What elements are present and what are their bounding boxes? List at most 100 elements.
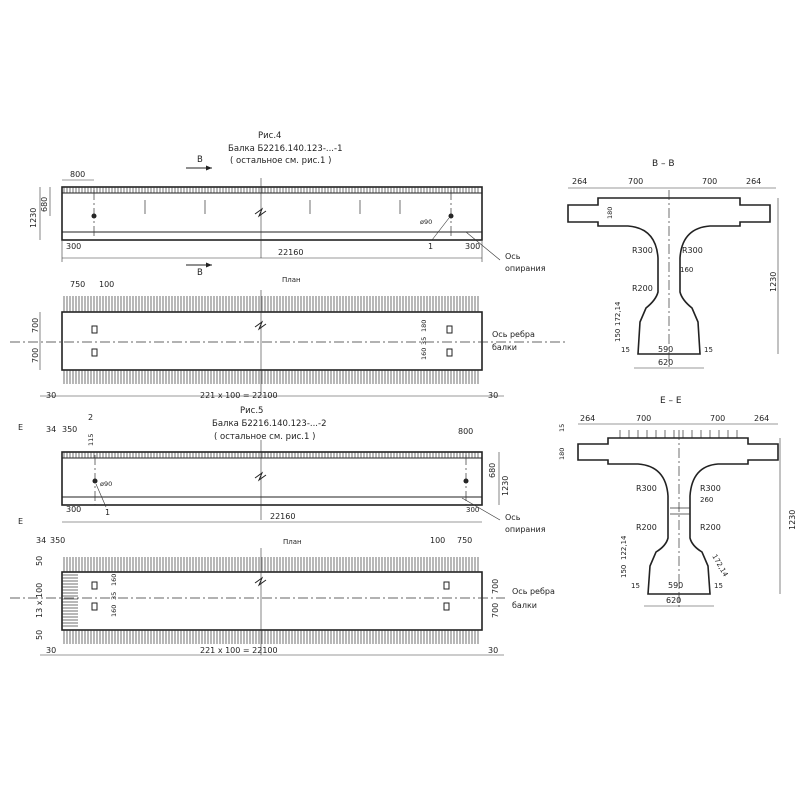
fig5-support-axis-2: опирания	[505, 525, 546, 534]
break-mark	[254, 320, 267, 331]
plan5-dim-100: 100	[430, 536, 445, 545]
fig4-support-axis-1: Ось	[505, 252, 521, 261]
fig4-stiffener-ticks	[144, 200, 401, 214]
section-ee-dim-150: 150	[620, 565, 628, 578]
plan4: План 750 100 700 700 180 35 160 Ось ребр…	[10, 276, 565, 400]
fig5-callout-1: 1	[105, 508, 110, 517]
fig4-dim-300-left: 300	[66, 242, 81, 251]
plan5-dim-30-right: 30	[488, 646, 498, 655]
plan4-ribs-bottom	[63, 370, 479, 384]
section-bb-dim-180: 180	[606, 207, 614, 219]
plan4-outline	[61, 311, 483, 371]
fig5-dim-300-left: 300	[66, 505, 81, 514]
section-bb-r200: R200	[632, 284, 653, 293]
insert-marker	[446, 325, 453, 334]
section-bb-dim-700-right: 700	[702, 177, 717, 186]
fig4-dim-680: 680	[40, 197, 49, 212]
section-bb-dim-264-right: 264	[746, 177, 761, 186]
fig5-beam-outline	[61, 451, 483, 506]
section-ee-dim-180: 180	[558, 448, 566, 460]
fig4-note: ( остальное см. рис.1 )	[230, 156, 331, 166]
section-bb-dim-1230: 1230	[769, 272, 778, 292]
section-ee-dim-700-right: 700	[710, 414, 725, 423]
fig4-title: Балка Б2216.140.123-...-1	[228, 144, 342, 154]
fig4-dim-1230: 1230	[29, 208, 38, 228]
section-ee-dim-700-left: 700	[636, 414, 651, 423]
plan5-caption: План	[283, 538, 302, 546]
plan4-dim-750: 750	[70, 280, 85, 289]
insert-marker	[443, 581, 450, 590]
insert-marker	[443, 602, 450, 611]
plan5-dim-700-bottom: 700	[491, 603, 500, 618]
section-ee-dim-264-right: 264	[754, 414, 769, 423]
section-ee-dim-172-14: 172,14	[710, 553, 729, 579]
section-ee-dim-260: 260	[700, 496, 713, 504]
section-bb-r300-left: R300	[632, 246, 653, 255]
section-arrow	[206, 165, 212, 171]
plan5-dim-700-top: 700	[491, 579, 500, 594]
plan4-ribs-top	[63, 296, 479, 312]
fig5-dim-1230: 1230	[501, 476, 510, 496]
section-ee-dim-122-14: 122,14	[620, 535, 628, 560]
section-bb-profile	[567, 197, 771, 355]
section-ee: Е – Е 264 700 700 264 15 180 R300 R300 2…	[558, 396, 797, 608]
section-ee-dim-264-left: 264	[580, 414, 595, 423]
section-bb-dim-15-left: 15	[621, 346, 630, 354]
section-ee-r300-right: R300	[700, 484, 721, 493]
plan5: План 34 350 100 750 50 13 х 100 50 160 3…	[10, 536, 555, 656]
plan5-dim-50-bottom: 50	[35, 630, 44, 640]
plan5-dim-750: 750	[457, 536, 472, 545]
plan5-dim-350: 350	[50, 536, 65, 545]
section-bb-dim-150: 150	[614, 329, 622, 342]
plan5-dim-13x100: 13 х 100	[35, 583, 44, 618]
fig5-dim-800: 800	[458, 427, 473, 436]
plan5-outline	[61, 571, 483, 631]
fig4-section-mark-top: В	[197, 155, 203, 165]
section-ee-title: Е – Е	[660, 396, 682, 406]
fig5-dim-300-right: 300	[466, 506, 479, 514]
insert-marker	[91, 602, 98, 611]
section-bb-dim-590: 590	[658, 345, 673, 354]
plan5-dim-34: 34	[36, 536, 46, 545]
plan5-dim-50-top: 50	[35, 556, 44, 566]
fig5-dim-350: 350	[62, 425, 77, 434]
fig4-caption: Рис.4	[258, 131, 281, 141]
fig5-dim-34: 34	[46, 425, 56, 434]
callout-leader	[95, 483, 107, 508]
section-ee-dim-15: 15	[558, 424, 566, 432]
section-ee-dim-15-right: 15	[714, 582, 723, 590]
section-bb-dim-264-left: 264	[572, 177, 587, 186]
plan5-ribs-top	[63, 557, 479, 572]
plan5-dim-160b: 160	[110, 605, 118, 617]
fig5-hole-dia: ø90	[100, 480, 112, 488]
insert-marker	[91, 348, 98, 357]
section-ee-dim-590: 590	[668, 581, 683, 590]
plan4-dim-35: 35	[420, 337, 428, 345]
section-ee-dim-620: 620	[666, 596, 681, 605]
plan5-dim-160a: 160	[110, 574, 118, 586]
section-arrow	[206, 262, 212, 268]
fig5-section-mark-top: Е	[18, 423, 23, 432]
fig4-callout-1: 1	[428, 242, 433, 251]
fig5-note: ( остальное см. рис.1 )	[214, 432, 315, 442]
fig4-hole-dia: ø90	[420, 218, 432, 226]
insert-marker	[91, 325, 98, 334]
fig5-caption: Рис.5	[240, 406, 263, 416]
fig4-flange-ribs	[63, 187, 479, 193]
fig4-beam-outline	[61, 186, 483, 241]
section-bb-dim-620: 620	[658, 358, 673, 367]
plan4-dim-30-left: 30	[46, 391, 56, 400]
plan5-ribs-bottom	[63, 630, 479, 644]
fig4-section-mark-bottom: В	[197, 268, 203, 278]
fig5-dim-length: 22160	[270, 512, 295, 521]
section-ee-dim-1230: 1230	[788, 510, 797, 530]
plan5-end-ribs	[62, 574, 78, 627]
fig5-elevation: Рис.5 Балка Б2216.140.123-...-2 ( осталь…	[18, 406, 546, 534]
plan4-rib-axis-label-2: балки	[492, 343, 517, 352]
insert-marker	[446, 348, 453, 357]
insert-marker	[91, 581, 98, 590]
fig5-flange-ribs	[63, 452, 479, 458]
fig4-elevation: Рис.4 Балка Б2216.140.123-...-1 ( осталь…	[29, 131, 546, 278]
support-axis-leader	[461, 497, 501, 521]
